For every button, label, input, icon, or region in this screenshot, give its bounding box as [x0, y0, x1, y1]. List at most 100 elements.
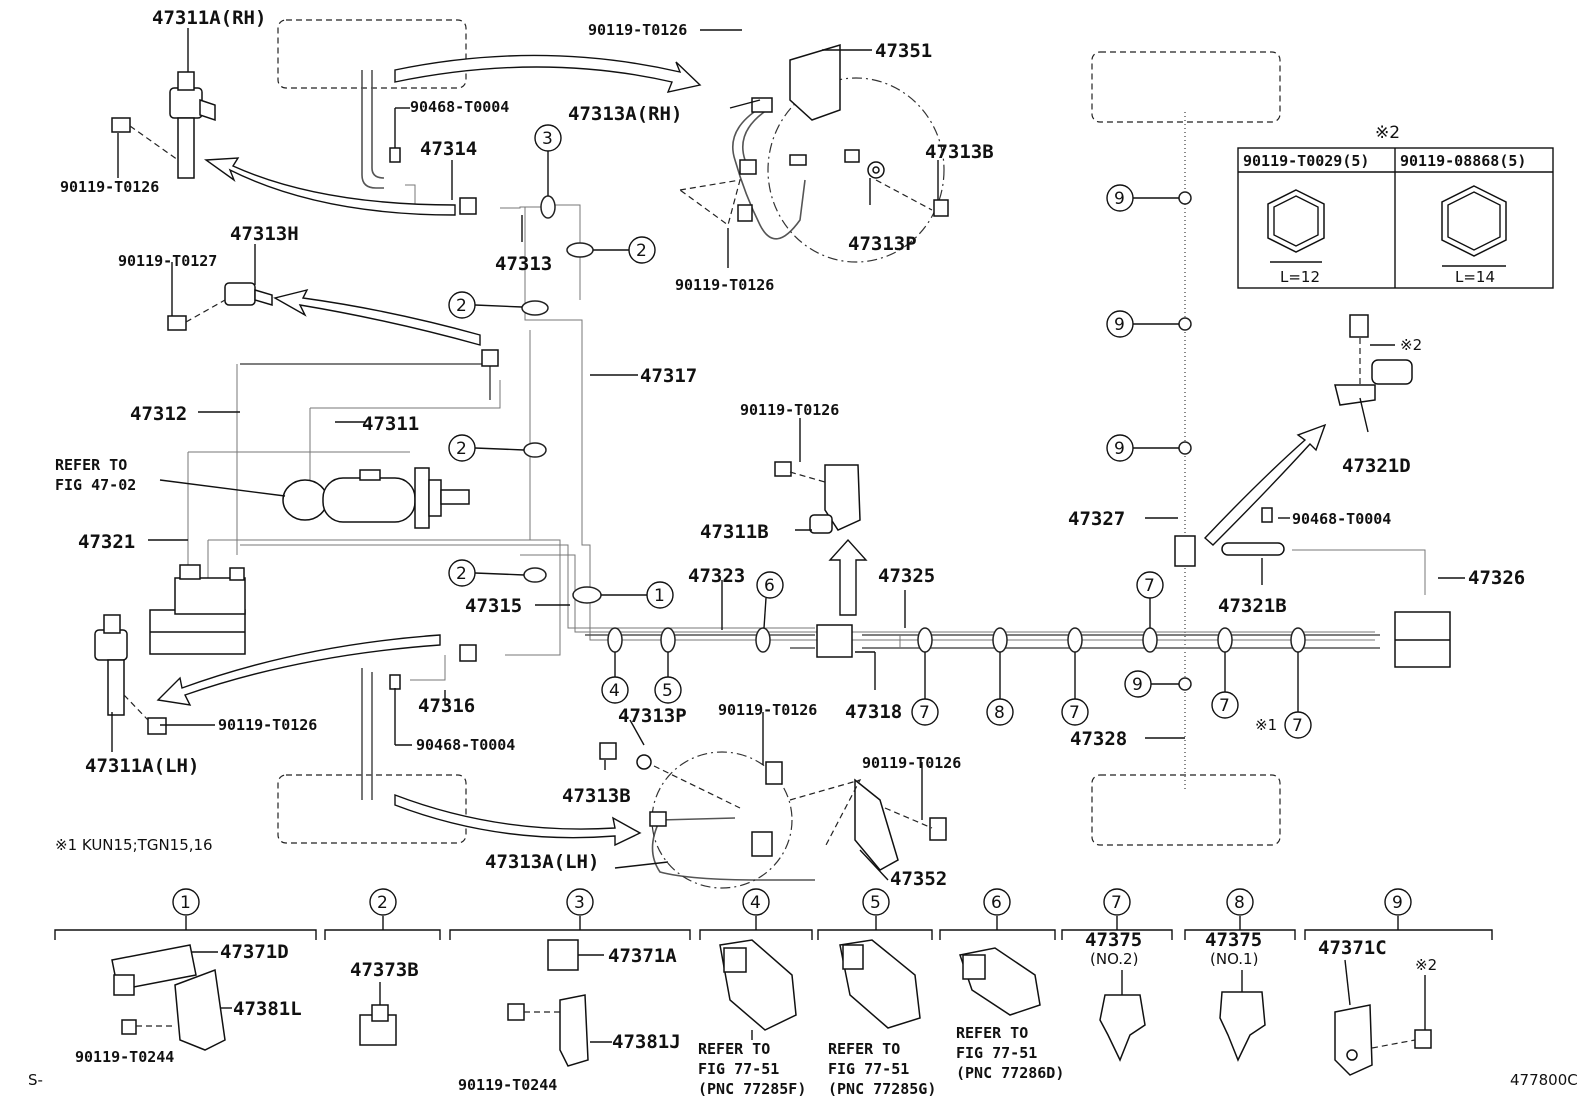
callout-2a: 2 [593, 236, 656, 264]
label-47311A-rh: 47311A(RH) [152, 7, 266, 29]
svg-text:7: 7 [1219, 696, 1230, 716]
legend-2-part-a: 47373B [350, 959, 419, 981]
svg-text:9: 9 [1114, 315, 1125, 335]
svg-text:7: 7 [1144, 576, 1155, 596]
leader-lines [111, 28, 1465, 881]
svg-text:9: 9 [1114, 189, 1125, 209]
label-47313P-bot: 47313P [618, 705, 687, 727]
svg-text:5: 5 [662, 681, 673, 701]
master-cylinder [282, 467, 470, 529]
legend-item-5: 5 REFER TO FIG 77-51 (PNC 77285G) [828, 888, 936, 1098]
legend-9-part-a: 47371C [1318, 937, 1387, 959]
legend-6-line-1: REFER TO [956, 1024, 1028, 1042]
callout-1: 1 [601, 581, 674, 609]
callout-7c: 7 [1136, 571, 1164, 628]
hex-bolt-icon [1267, 189, 1325, 253]
callout-3: 3 [534, 124, 562, 196]
callout-circles: 3 2 2 2 2 1 4 5 6 7 8 7 7 7 7 9 9 9 9 [448, 124, 1312, 739]
svg-text:3: 3 [574, 893, 585, 913]
svg-text:3: 3 [542, 129, 553, 149]
wheel-area-box-br [1091, 774, 1281, 846]
callout-2d: 2 [448, 559, 525, 587]
legend-brackets [54, 916, 1493, 940]
callout-6: 6 [756, 571, 784, 629]
label-note1: ※1 KUN15;TGN15,16 [55, 836, 213, 854]
legend-1-part-b: 47381L [233, 998, 302, 1020]
svg-text:7: 7 [1292, 716, 1303, 736]
label-47313H: 47313H [230, 223, 299, 245]
label-90468-T0004-r: 90468-T0004 [1292, 510, 1391, 528]
callout-7b: 7 [1061, 652, 1089, 726]
label-90119-T0126-mid: 90119-T0126 [740, 401, 839, 419]
svg-text:9: 9 [1132, 675, 1143, 695]
label-90468-T0004-bot: 90468-T0004 [416, 736, 515, 754]
label-47313A-rh: 47313A(RH) [568, 103, 682, 125]
bolt-table-len1: L=12 [1280, 268, 1320, 286]
legend-5-line-2: FIG 77-51 [828, 1060, 909, 1078]
tee-47327 [1174, 535, 1196, 567]
legend-row: 1 47371D 47381L 90119-T0244 2 47373B 3 [54, 888, 1493, 1098]
label-47352: 47352 [890, 868, 947, 890]
legend-6-line-3: (PNC 77286D) [956, 1064, 1064, 1082]
callout-7e: 7 [1284, 652, 1312, 739]
legend-3-part-b: 47381J [612, 1031, 681, 1053]
legend-9-mark: ※2 [1415, 956, 1437, 974]
bolt-table-col2: 90119-08868(5) [1400, 152, 1526, 170]
callout-4: 4 [601, 652, 629, 704]
svg-text:2: 2 [377, 893, 388, 913]
svg-text:1: 1 [180, 893, 191, 913]
bolt-table-len2: L=14 [1455, 268, 1495, 286]
legend-item-3: 3 47371A 47381J 90119-T0244 [458, 888, 681, 1094]
legend-1-part-c: 90119-T0244 [75, 1048, 174, 1066]
legend-8-part-a: 47375 [1205, 929, 1262, 951]
svg-text:2: 2 [636, 241, 647, 261]
callout-9d: 9 [1124, 670, 1179, 698]
legend-5-line-3: (PNC 77285G) [828, 1080, 936, 1098]
footer-figure-id: 477800C [1510, 1071, 1578, 1089]
bolt-table-col1: 90119-T0029(5) [1243, 152, 1369, 170]
label-47321D: 47321D [1342, 455, 1411, 477]
legend-5-line-1: REFER TO [828, 1040, 900, 1058]
label-47313: 47313 [495, 253, 552, 275]
legend-6-line-2: FIG 77-51 [956, 1044, 1037, 1062]
label-47311: 47311 [362, 413, 419, 435]
label-47326: 47326 [1468, 567, 1525, 589]
label-47313B-bot: 47313B [562, 785, 631, 807]
svg-text:6: 6 [764, 576, 775, 596]
svg-text:5: 5 [870, 893, 881, 913]
bolt-table: ※2 90119-T0029(5) 90119-08868(5) L=12 L=… [1237, 123, 1554, 289]
caliper-47311A-rh [111, 71, 216, 179]
label-90119-T0127: 90119-T0127 [118, 252, 217, 270]
label-47327: 47327 [1068, 508, 1125, 530]
label-47311B: 47311B [700, 521, 769, 543]
wheel-area-box-tr [1091, 51, 1281, 123]
label-47318: 47318 [845, 701, 902, 723]
part-labels: 47311A(RH) 90119-T0126 90468-T0004 4 7 3 1 4… [55, 7, 1525, 890]
svg-text:2: 2 [456, 439, 467, 459]
label-90119-T0126-bot: 90119-T0126 [718, 701, 817, 719]
brake-actuator [149, 564, 246, 655]
svg-text:2: 2 [456, 296, 467, 316]
label-47315: 47315 [465, 595, 522, 617]
callout-9c: 9 [1106, 434, 1179, 462]
svg-text:1: 1 [654, 586, 665, 606]
label-90119-T0126-rh: 90119-T0126 [675, 276, 774, 294]
bolt-table-mark: ※2 [1375, 123, 1400, 143]
svg-text:9: 9 [1392, 893, 1403, 913]
legend-7-part-a: 47375 [1085, 929, 1142, 951]
legend-3-part-c: 90119-T0244 [458, 1076, 557, 1094]
tee-47321D [1334, 314, 1413, 406]
brake-pipes [187, 70, 1426, 800]
legend-item-9: 9 47371C ※2 [1318, 888, 1437, 1076]
label-90468-T0004-top: 90468-T0004 [410, 98, 509, 116]
label-refer-fig-4702-b: FIG 47-02 [55, 476, 136, 494]
label-47328: 47328 [1070, 728, 1127, 750]
label-refer-fig-4702-a: REFER TO [55, 456, 127, 474]
svg-text:8: 8 [1234, 893, 1245, 913]
callout-7d: 7 [1211, 652, 1239, 719]
callout-2c: 2 [448, 434, 525, 462]
label-47325: 47325 [878, 565, 935, 587]
legend-item-6: 6 REFER TO FIG 77-51 (PNC 77286D) [956, 888, 1064, 1082]
svg-text:7: 7 [1111, 893, 1122, 913]
